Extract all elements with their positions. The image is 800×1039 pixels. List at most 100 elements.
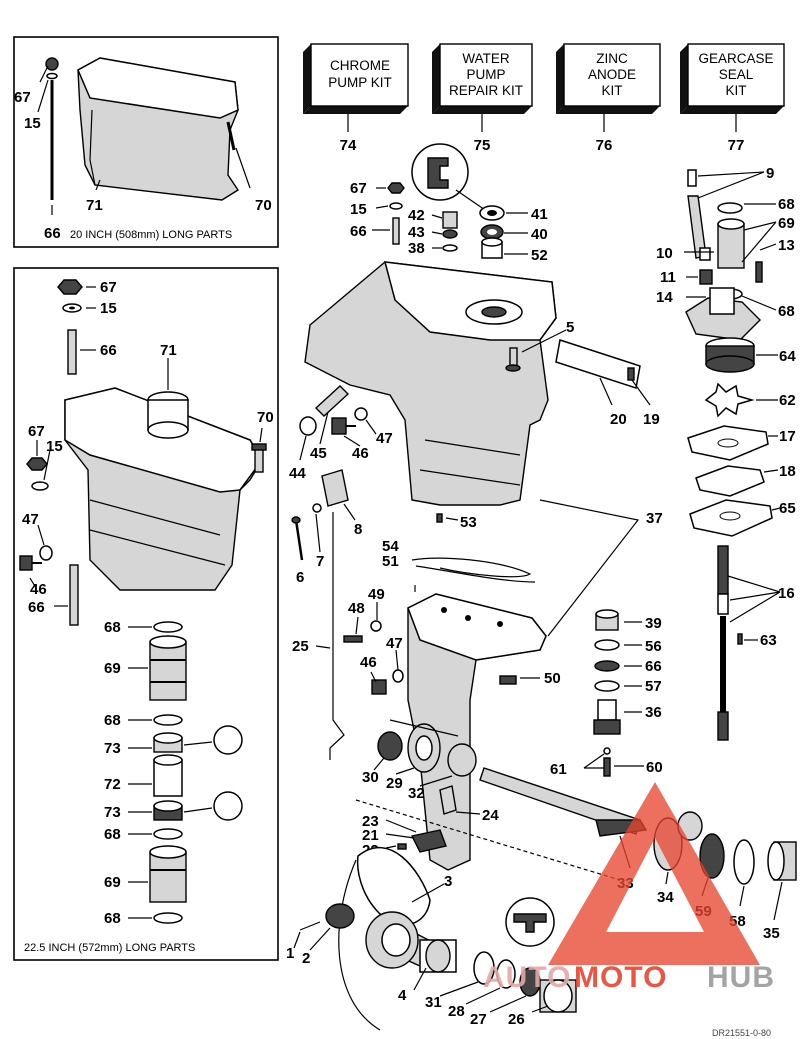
upper-gearcase-housing <box>304 261 557 506</box>
spring-60 <box>603 757 611 777</box>
bearing-59 <box>699 833 725 879</box>
inset-short-caption: 20 INCH (508mm) LONG PARTS <box>70 229 232 241</box>
tube-9 <box>687 169 707 259</box>
nut-67-lower <box>26 457 48 471</box>
cotter-pin-1 <box>299 921 321 931</box>
seal-73-b <box>153 800 183 821</box>
washer-15 <box>62 303 82 313</box>
callout-68: 68 <box>104 712 121 729</box>
callout-10: 10 <box>656 245 673 262</box>
callout-42: 42 <box>408 207 425 224</box>
callout-9: 9 <box>766 165 774 182</box>
watermark-text-auto: AUTO <box>483 961 571 994</box>
seal-detail-circle <box>213 791 243 821</box>
kit-box-chrome-pump: CHROME PUMP KIT <box>303 43 409 114</box>
callout-38: 38 <box>408 240 425 257</box>
screw-19 <box>627 367 635 381</box>
washer-31 <box>473 951 495 985</box>
nut-67 <box>57 279 83 295</box>
grommet-44 <box>299 416 317 436</box>
bearing-35 <box>767 841 797 881</box>
grommet-47-lower <box>392 669 404 683</box>
shift-rod-25 <box>329 512 345 760</box>
exhaust-housing-long <box>64 387 263 591</box>
o-ring-68-b <box>153 714 183 726</box>
pump-housing-14 <box>685 287 761 341</box>
callout-37: 37 <box>646 510 663 527</box>
kit-box-gearcase-seal: GEARCASE SEAL KIT <box>680 43 785 114</box>
kit-ref-77: 77 <box>728 137 745 154</box>
washer-28 <box>496 959 516 989</box>
ball-61 <box>603 747 611 755</box>
washer-57 <box>594 680 620 692</box>
callout-7: 7 <box>316 553 324 570</box>
drive-shaft-16 <box>717 545 729 741</box>
grommet-10 <box>699 247 711 261</box>
stud-short <box>45 57 59 200</box>
callout-57: 57 <box>645 678 662 695</box>
callout-46: 46 <box>352 445 369 462</box>
callout-36: 36 <box>645 704 662 721</box>
kit-ref-76: 76 <box>596 137 613 154</box>
impeller-62 <box>704 382 755 418</box>
callout-49: 49 <box>368 586 385 603</box>
o-ring-68-c <box>153 828 183 840</box>
callout-40: 40 <box>531 226 548 243</box>
callout-34: 34 <box>657 889 674 906</box>
seal-detail-circle <box>213 725 243 755</box>
screw-46 <box>19 555 42 571</box>
callout-5: 5 <box>566 319 574 336</box>
callout-23: 23 <box>362 813 379 830</box>
callout-15: 15 <box>46 438 63 455</box>
gear-29 <box>407 723 441 773</box>
propeller-3 <box>338 846 442 1031</box>
grommet-47 <box>39 545 53 561</box>
washer-15-center <box>389 202 403 210</box>
callout-68: 68 <box>104 910 121 927</box>
washer-49 <box>370 620 382 632</box>
callout-67: 67 <box>14 89 31 106</box>
callout-13: 13 <box>778 237 795 254</box>
nut-cap-2 <box>325 903 355 929</box>
exhaust-housing-short <box>77 57 239 201</box>
bearing-30 <box>377 731 403 761</box>
callout-15: 15 <box>350 201 367 218</box>
callout-8: 8 <box>354 521 362 538</box>
kit-label-line: KIT <box>725 83 746 98</box>
screw-50 <box>499 675 517 685</box>
callout-66: 66 <box>28 599 45 616</box>
seal-43 <box>442 229 458 239</box>
callout-18: 18 <box>779 463 796 480</box>
stud-66-upper <box>67 329 77 375</box>
gasket-17 <box>687 425 769 461</box>
grommet-11 <box>699 269 713 285</box>
callout-26: 26 <box>508 1011 525 1028</box>
callout-35: 35 <box>763 925 780 942</box>
grommet-72 <box>153 754 183 797</box>
callout-47: 47 <box>386 635 403 652</box>
gasket-54-51 <box>411 557 536 583</box>
callout-20: 20 <box>610 411 627 428</box>
callout-3: 3 <box>444 873 452 890</box>
bushing-42 <box>442 211 458 229</box>
callout-46: 46 <box>30 581 47 598</box>
callout-44: 44 <box>289 465 306 482</box>
washer-56 <box>594 639 620 651</box>
callout-47: 47 <box>376 430 393 447</box>
callout-63: 63 <box>760 632 777 649</box>
washer-66 <box>594 660 620 672</box>
shift-lever-24 <box>439 785 457 815</box>
callout-73: 73 <box>104 740 121 757</box>
callout-69: 69 <box>778 215 795 232</box>
callout-1: 1 <box>286 945 294 962</box>
callout-25: 25 <box>292 638 309 655</box>
callout-65: 65 <box>779 500 796 517</box>
callout-4: 4 <box>398 987 407 1004</box>
callout-66: 66 <box>350 223 367 240</box>
stud-66-lower <box>69 564 79 626</box>
callout-45: 45 <box>310 445 327 462</box>
inset-short-shaft-frame <box>13 36 279 248</box>
footer-code: DR21551-0-80 <box>712 1028 771 1038</box>
callout-27: 27 <box>470 1011 487 1028</box>
callout-14: 14 <box>656 289 673 306</box>
